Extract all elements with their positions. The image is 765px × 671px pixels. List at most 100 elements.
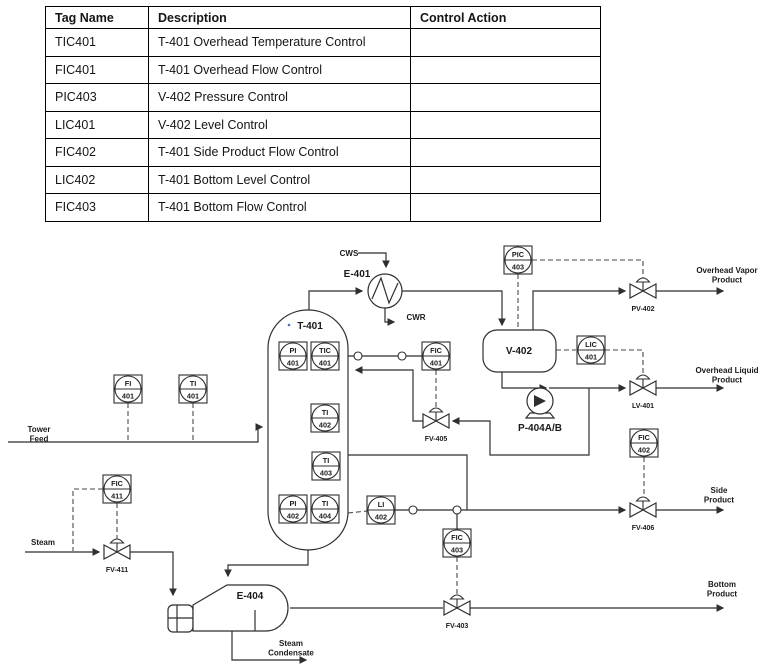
instrument-number: 402 — [287, 512, 299, 521]
e-404-reboiler — [167, 584, 289, 633]
cell-control-action — [410, 83, 601, 112]
instrument-TI-404: TI 404 — [310, 494, 340, 524]
reboiler-kettle-body — [192, 584, 289, 632]
instrument-FIC-401: FIC 401 — [421, 341, 451, 371]
instrument-letters: FIC — [638, 433, 650, 442]
instrument-number: 401 — [430, 359, 442, 368]
equipment-label: E-401 — [344, 269, 371, 280]
cell-description: T-401 Side Product Flow Control — [148, 138, 411, 167]
cell-description: T-401 Bottom Flow Control — [148, 193, 411, 222]
instrument-FIC-402: FIC 402 — [629, 428, 659, 458]
instrument-letters: TI — [190, 379, 197, 388]
equipment-layer — [167, 273, 557, 633]
instrument-number: 403 — [451, 546, 463, 555]
instrument-number: 403 — [320, 469, 332, 478]
instrument-letters: TI — [323, 456, 330, 465]
pipe-steam-condensate — [231, 631, 308, 664]
pipe-tower-feed — [8, 423, 264, 443]
instrument-number: 403 — [512, 263, 524, 272]
pipe-bottoms-to-reboiler — [224, 548, 309, 578]
signal-fic411-tap — [72, 488, 103, 551]
cell-control-action — [410, 138, 601, 167]
instrument-letters: FI — [125, 379, 132, 388]
junction-circle — [452, 505, 462, 515]
cell-control-action — [410, 110, 601, 139]
instrument-TI-401: TI 401 — [178, 374, 208, 404]
cell-description: T-401 Bottom Level Control — [148, 165, 411, 194]
instrument-number: 401 — [187, 392, 199, 401]
tag-table: Tag Name Description Control Action TIC4… — [45, 6, 601, 222]
header-control-action: Control Action — [410, 6, 601, 29]
valve-LV-401: LV-401 — [629, 374, 657, 410]
instrument-FIC-403: FIC 403 — [442, 528, 472, 558]
instrument-letters: FIC — [451, 533, 463, 542]
instrument-letters: TI — [322, 408, 329, 417]
t401-dot — [287, 323, 291, 327]
cell-tag: FIC402 — [45, 138, 149, 167]
instrument-number: 404 — [319, 512, 332, 521]
valve-label: FV-411 — [106, 567, 128, 574]
cell-control-action — [410, 28, 601, 57]
cell-control-action — [410, 193, 601, 222]
pipe-side-draw — [348, 454, 627, 514]
instrument-number: 411 — [111, 492, 123, 501]
pipe-steam-2 — [130, 551, 177, 597]
process-lines — [8, 252, 725, 664]
stream-label: CWR — [406, 313, 425, 322]
valve-label: PV-402 — [632, 306, 655, 313]
junction-circle — [408, 505, 418, 515]
instrument-PI-402: PI 402 — [278, 494, 308, 524]
valve-PV-402: PV-402 — [629, 277, 657, 313]
pipe-cwr — [384, 308, 396, 326]
instrument-LIC-401: LIC401 — [576, 335, 606, 365]
valve-FV-405: FV-405 — [422, 407, 450, 443]
e-401-coil — [371, 276, 399, 305]
instrument-letters: FIC — [430, 346, 442, 355]
cell-tag: LIC402 — [45, 165, 149, 194]
valve-FV-403: FV-403 — [443, 594, 471, 630]
cell-description: V-402 Level Control — [148, 110, 411, 139]
instrument-letters: TI — [322, 499, 329, 508]
instrument-number: 401 — [287, 359, 299, 368]
pipe-condenser-to-drum — [402, 290, 506, 327]
pipe-reflux-return — [354, 366, 423, 422]
pipe-vapor-product-1 — [532, 287, 627, 330]
table-header-row: Tag Name Description Control Action — [45, 6, 601, 29]
instrument-letters: PI — [290, 499, 297, 508]
instrument-TI-403: TI 403 — [311, 451, 341, 481]
pipe-overhead-to-condenser — [308, 287, 364, 313]
valve-label: FV-405 — [425, 436, 448, 443]
junction-circle — [397, 351, 407, 361]
instrument-number: 402 — [375, 513, 387, 522]
equipment-label: P-404A/B — [518, 423, 562, 434]
cell-description: T-401 Overhead Flow Control — [148, 55, 411, 84]
instrument-number: 402 — [638, 446, 650, 455]
instrument-number: 401 — [122, 392, 134, 401]
cell-tag: TIC401 — [45, 28, 149, 57]
instrument-LI-402: LI 402 — [366, 495, 396, 525]
instrument-letters: LI — [378, 500, 385, 509]
p-404-pump — [524, 387, 556, 419]
valve-label: FV-406 — [632, 525, 655, 532]
instruments-layer: PI401TIC401FIC401TI402TI403PI402TI404FI4… — [102, 245, 659, 558]
pipe-cws — [358, 252, 390, 269]
equipment-label: E-404 — [237, 591, 264, 602]
signal-li402-column-tap — [347, 510, 368, 514]
stream-label: Steam — [31, 538, 55, 547]
stream-label: CWS — [340, 249, 359, 258]
reboiler-head-lines — [168, 605, 193, 632]
cell-tag: PIC403 — [45, 83, 149, 112]
